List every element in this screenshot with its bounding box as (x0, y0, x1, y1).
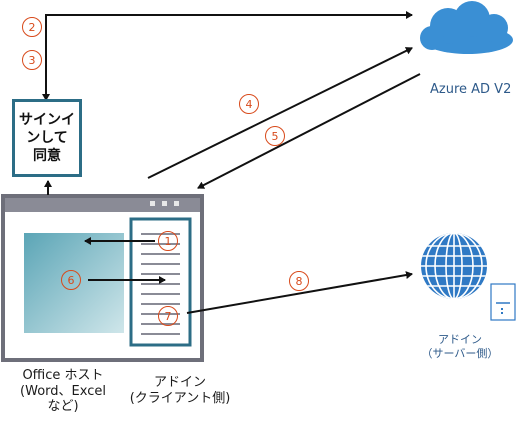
server-globe-icon (421, 233, 516, 321)
step-4-marker: 4 (239, 94, 259, 114)
signin-line-1: サインイ (19, 111, 75, 128)
azure-cloud-icon (420, 1, 513, 54)
signin-consent-box: サインイ ンして 同意 (12, 99, 82, 177)
azure-label: Azure AD V2 (430, 82, 512, 97)
signin-line-2: ンして (26, 129, 68, 146)
step-8-marker: 8 (289, 271, 309, 291)
step-6-marker: 6 (61, 270, 81, 290)
signin-line-3: 同意 (33, 148, 61, 165)
arrow-step8 (186, 271, 413, 314)
arrow-step4 (147, 47, 413, 179)
office-host-label: Office ホスト (Word、Excel など) (8, 368, 118, 415)
step-2-marker: 2 (22, 17, 42, 37)
step-7-marker: 7 (158, 306, 178, 326)
addin-client-label: アドイン (クライアント側) (124, 375, 236, 406)
step-5-marker: 5 (265, 126, 285, 146)
arrow-step5 (197, 73, 421, 189)
office-host-line-2: (Word、Excel (20, 383, 106, 399)
step-3-marker: 3 (22, 50, 42, 70)
addin-client-line-2: (クライアント側) (129, 390, 231, 406)
office-host-line-1: Office ホスト (22, 368, 104, 383)
server-label-line-2: （サーバー側） (421, 346, 499, 360)
server-label-line-1: アドイン (438, 333, 482, 346)
addin-client-line-1: アドイン (153, 375, 206, 390)
server-label: アドイン （サーバー側） (418, 333, 502, 361)
server-icon (490, 283, 516, 321)
step-1-marker: 1 (158, 231, 178, 251)
office-host-line-3: など) (47, 399, 79, 415)
arrow-to-azure-step2 (45, 11, 413, 100)
